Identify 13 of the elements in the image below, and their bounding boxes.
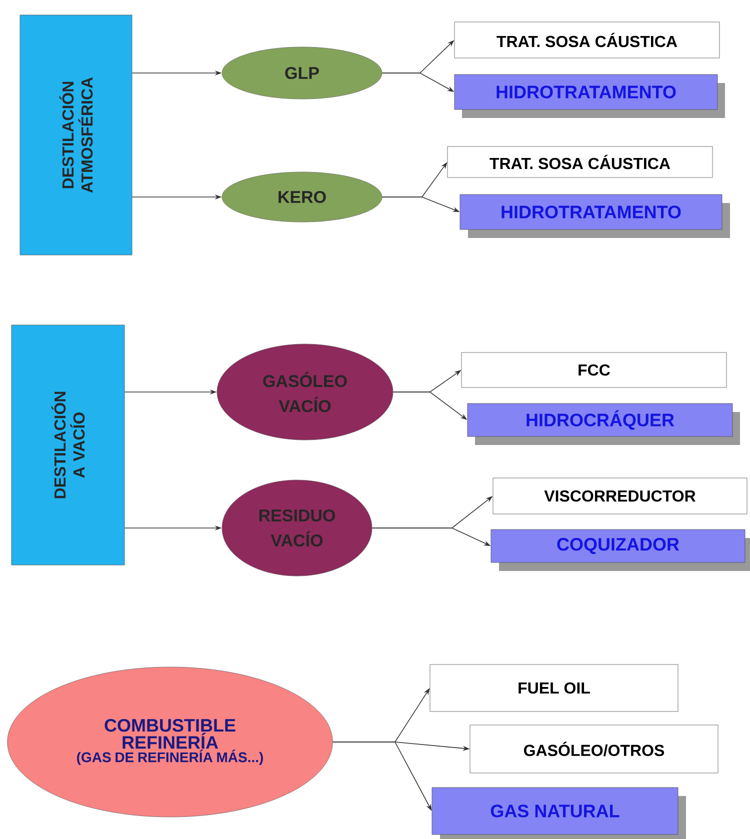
process-box: HIDROTRATAMENTO (460, 194, 730, 238)
process-box: HIDROTRATAMENTO (454, 74, 725, 118)
process-box: VISCORREDUCTOR (492, 478, 748, 514)
process-box: FUEL OIL (430, 664, 678, 712)
process-box: FCC (461, 352, 727, 388)
process-box: DESTILACIÓN A VACÍO (11, 324, 125, 566)
process-box: GAS NATURAL (432, 787, 686, 839)
process-box: GASÓLEO/OTROS (470, 724, 718, 774)
process-box: TRAT. SOSA CÁUSTICA (447, 146, 713, 178)
process-box: TRAT. SOSA CÁUSTICA (454, 22, 720, 58)
process-box: DESTILACIÓN ATMOSFÉRICA (20, 14, 132, 256)
process-box: COQUIZADOR (490, 529, 750, 571)
process-box: HIDROCRÁQUER (467, 403, 740, 445)
